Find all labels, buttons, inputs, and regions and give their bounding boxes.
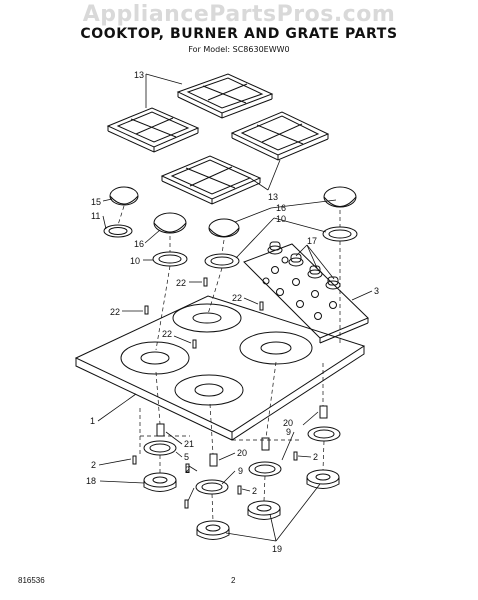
page-number: 2: [231, 576, 236, 585]
burner-cap-center: [208, 218, 240, 238]
ring-center: [204, 253, 240, 269]
grate-top-center: [176, 73, 274, 119]
grate-right: [230, 111, 330, 161]
ring-far-right: [307, 426, 341, 442]
callout-19: 19: [272, 544, 282, 554]
ring-5: [143, 440, 177, 456]
callout-2-center: 2: [185, 465, 190, 475]
callout-13-top: 13: [134, 70, 144, 80]
callout-10-left: 10: [130, 256, 140, 266]
callout-16-left: 16: [134, 239, 144, 249]
ring-11: [103, 224, 133, 238]
ring-left: [152, 251, 188, 267]
callout-3: 3: [374, 286, 379, 296]
screws-22: [144, 277, 264, 349]
burner-base-right-mid: [247, 500, 281, 520]
watermark: AppliancePartsPros.com: [82, 2, 396, 27]
leader-lines: [97, 73, 373, 542]
burner-cap-left: [153, 212, 187, 234]
knobs-17: [267, 241, 341, 290]
model-line: For Model: SC8630EWW0: [188, 45, 290, 54]
callout-1: 1: [90, 416, 95, 426]
callout-9-center: 9: [238, 466, 243, 476]
callout-20-right: 20: [283, 418, 293, 428]
screws-2: [132, 451, 298, 509]
orifice-center: [209, 453, 218, 467]
callout-2-left: 2: [91, 460, 96, 470]
callout-16-right: 16: [276, 203, 286, 213]
callout-10-right: 10: [276, 214, 286, 224]
callout-18: 18: [86, 476, 96, 486]
burner-cap-right: [323, 186, 357, 208]
callout-22-c: 22: [110, 307, 120, 317]
grate-front-center: [160, 155, 262, 205]
burner-base-center: [196, 520, 230, 540]
callout-13-bottom: 13: [268, 192, 278, 202]
callout-9-right: 9: [286, 427, 291, 437]
burner-cap-15: [109, 186, 139, 206]
callout-labels: 13 13 15 11 16 16 10 10 17 22 22 22 22 3…: [86, 70, 379, 554]
ring-9-center: [195, 479, 229, 495]
control-panel-3: [243, 243, 369, 344]
callout-11: 11: [91, 211, 100, 221]
callout-22-b: 22: [232, 293, 242, 303]
callout-21: 21: [184, 439, 194, 449]
callout-5: 5: [184, 452, 189, 462]
callout-22-a: 22: [176, 278, 186, 288]
orifice-21: [156, 423, 165, 437]
callout-2-far-right: 2: [313, 452, 318, 462]
callout-17: 17: [307, 236, 317, 246]
burner-base-far-right: [306, 469, 340, 489]
orifice-right-mid: [261, 437, 270, 451]
ring-right: [322, 226, 358, 242]
callout-22-d: 22: [162, 329, 172, 339]
callout-2-right: 2: [252, 486, 257, 496]
grate-left: [106, 107, 200, 153]
burner-base-18: [143, 472, 177, 492]
assembly-lines: [117, 205, 341, 522]
callout-20-center: 20: [237, 448, 247, 458]
ring-9-right: [248, 461, 282, 477]
footer-code: 816536: [18, 576, 45, 585]
orifice-far-right: [319, 405, 328, 419]
diagram-title: COOKTOP, BURNER AND GRATE PARTS: [80, 26, 398, 42]
callout-15: 15: [91, 197, 101, 207]
